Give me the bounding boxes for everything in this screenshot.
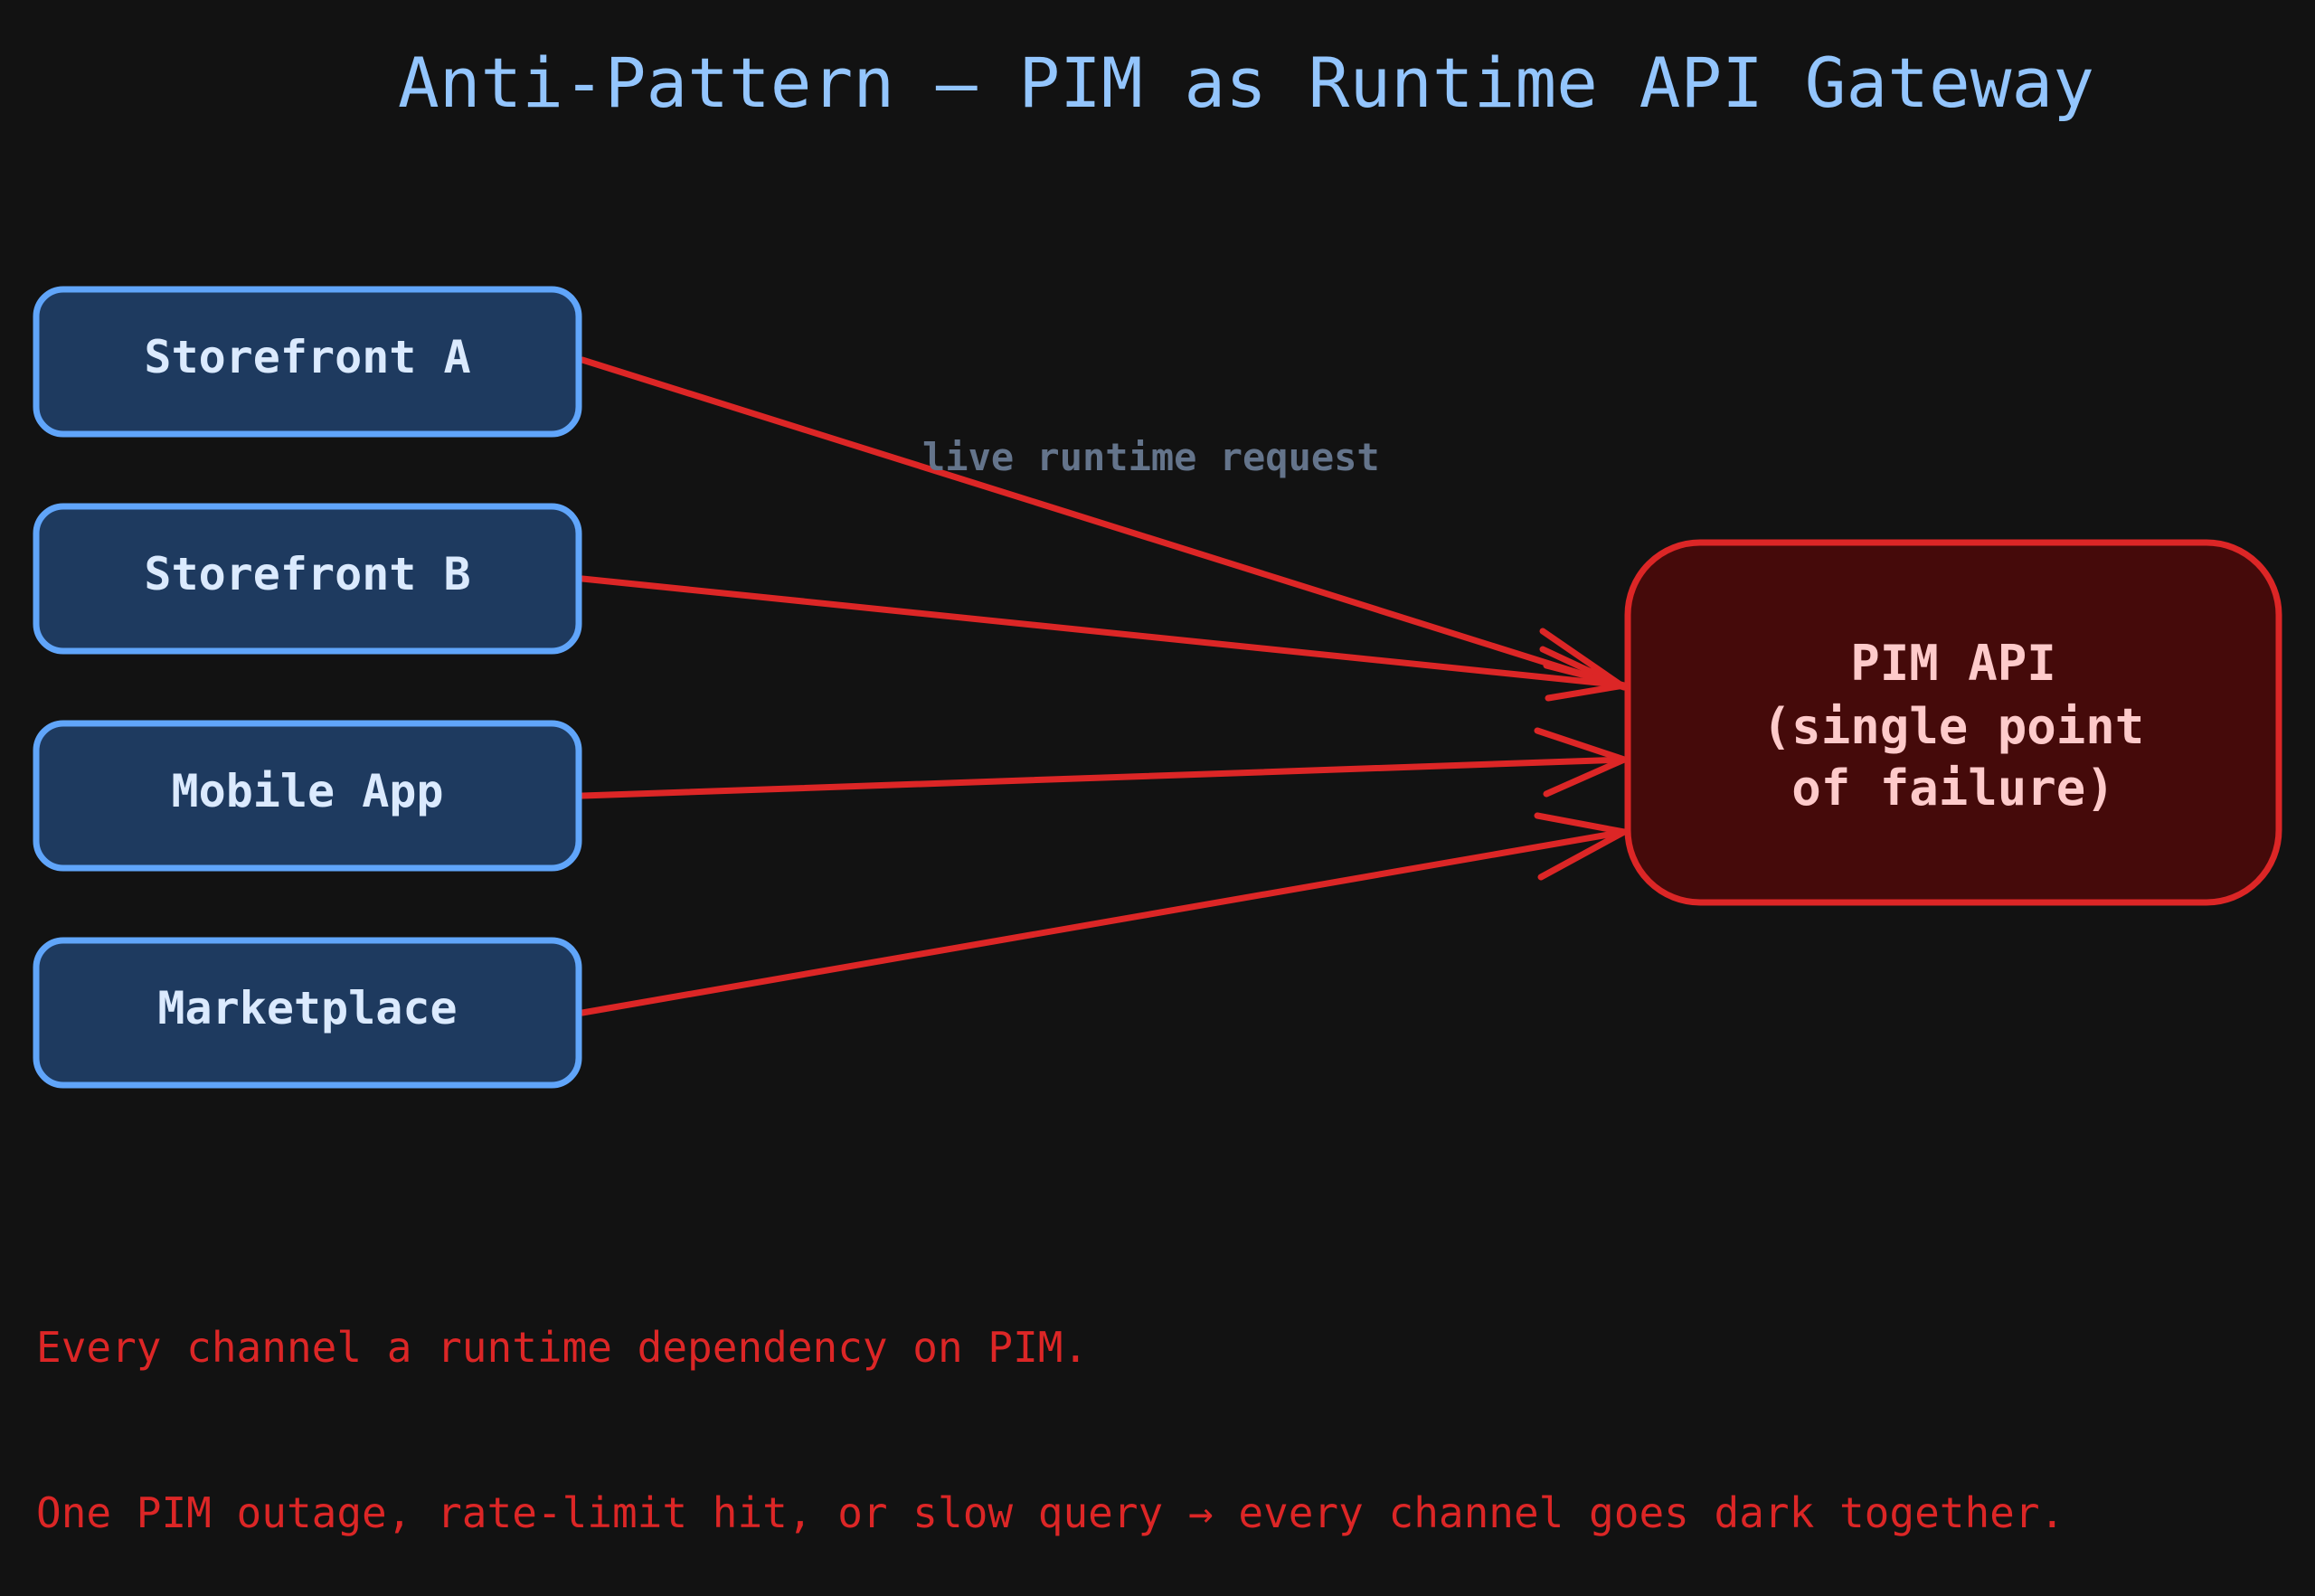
channel-box (33, 720, 582, 872)
channel-box (33, 286, 582, 438)
pim-label-line2: (single point (1762, 698, 2145, 755)
channel-box (33, 937, 582, 1089)
channel-mobile-app: Mobile App (33, 720, 582, 872)
channel-marketplace: Marketplace (33, 937, 582, 1089)
channel-box (33, 503, 582, 655)
footer-note: Every channel a runtime dependency on PI… (36, 1210, 2065, 1596)
footer-line-1: Every channel a runtime dependency on PI… (36, 1323, 1089, 1372)
channel-label: Mobile App (171, 765, 443, 817)
channel-label: Storefront A (144, 331, 470, 383)
channel-label: Storefront B (144, 548, 470, 600)
edge-storefront-b-to-pim (579, 575, 1628, 689)
edge-marketplace-to-pim (579, 828, 1628, 1016)
arrowhead-mobile-app (1534, 727, 1628, 798)
edges (579, 356, 1628, 1016)
diagram-title: Anti-Pattern — PIM as Runtime API Gatewa… (398, 42, 2094, 123)
edge-mobile-app-to-pim (579, 756, 1628, 799)
arrowhead-marketplace (1534, 812, 1628, 881)
pim-label-line3: of failure) (1791, 760, 2115, 817)
edge-label: live runtime request (922, 435, 1380, 479)
footer-line-2: One PIM outage, rate-limit hit, or slow … (36, 1488, 2065, 1537)
pim-box (1624, 539, 2282, 906)
arrowhead-storefront-b (1543, 662, 1628, 702)
architecture-diagram: live runtime request Storefront A Storef… (33, 286, 2282, 1089)
channel-storefront-a: Storefront A (33, 286, 582, 438)
edge-storefront-a-to-pim (579, 356, 1628, 691)
channel-label: Marketplace (157, 982, 457, 1034)
pim-api-node: PIM API (single point of failure) (1624, 539, 2282, 906)
channel-storefront-b: Storefront B (33, 503, 582, 655)
pim-label-line1: PIM API (1850, 635, 2056, 692)
